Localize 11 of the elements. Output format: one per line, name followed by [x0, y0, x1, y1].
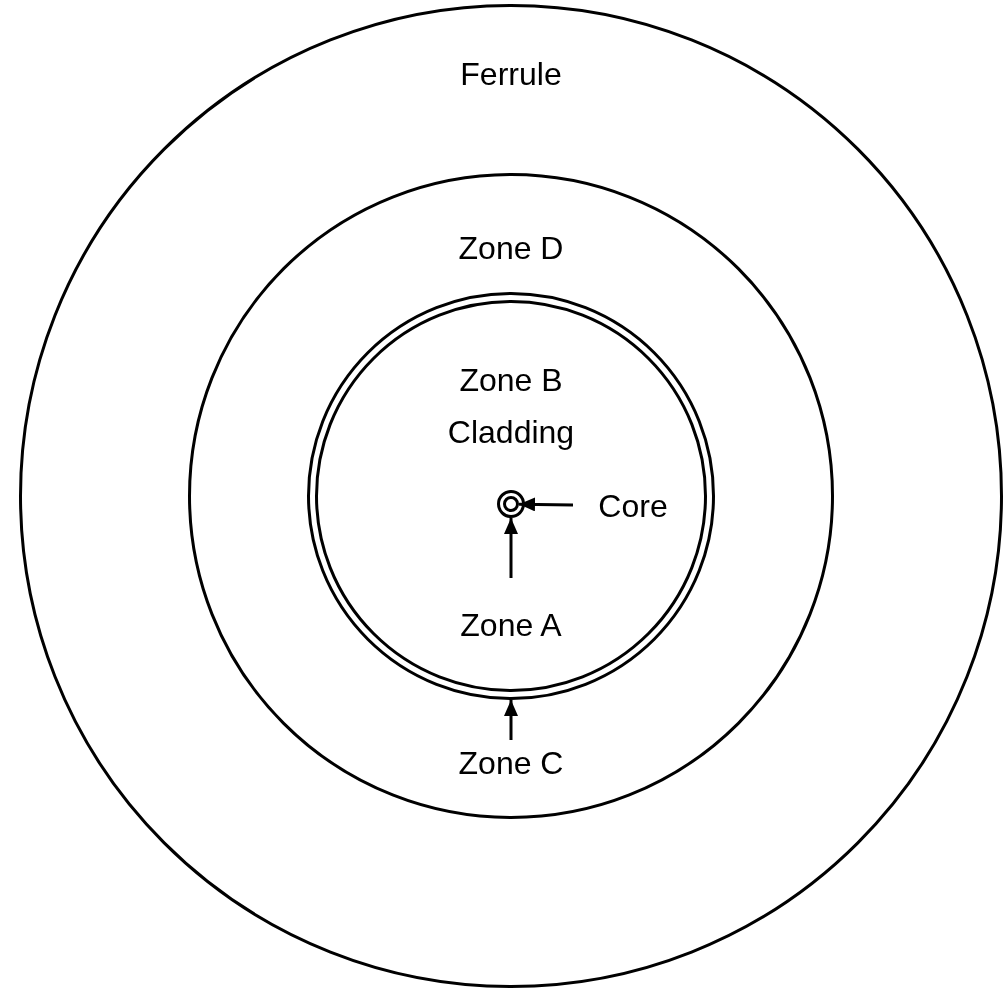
zone-label: Cladding — [447, 413, 575, 452]
zone-label: Ferrule — [460, 55, 562, 94]
zone-label: Zone B — [459, 361, 563, 400]
core-ring — [497, 490, 525, 518]
zone-label: Zone D — [458, 229, 564, 268]
leader-arrow — [518, 497, 574, 512]
callout-label: Zone C — [458, 744, 564, 783]
callout-label: Core — [598, 487, 668, 526]
callout-label: Zone A — [460, 606, 562, 645]
leader-arrow — [504, 518, 518, 578]
leader-arrow — [504, 700, 518, 740]
